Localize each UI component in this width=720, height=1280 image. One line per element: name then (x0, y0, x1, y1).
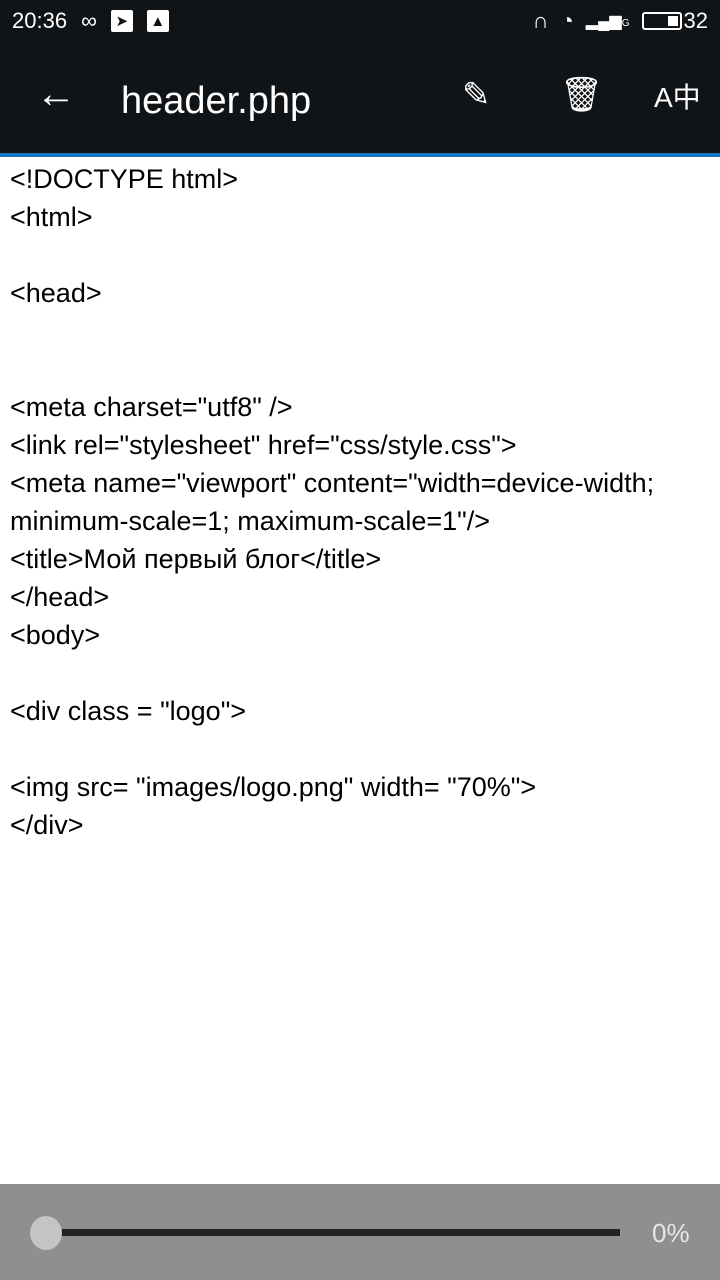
file-content[interactable]: <!DOCTYPE html> <html> <head> <meta charset… (10, 160, 700, 844)
battery-level: 32 (683, 8, 708, 33)
code-line: <html> (10, 202, 93, 232)
arrow-left-icon[interactable]: ← (36, 72, 76, 116)
infinity-icon: ∞ (81, 8, 97, 33)
code-line (10, 236, 700, 274)
scroll-panel: 0% (0, 1184, 720, 1280)
code-line: <body> (10, 620, 101, 650)
headphones-icon: ∩ (532, 8, 549, 33)
wifi-icon: ◔ (560, 8, 574, 33)
app-bar: ← header.php ✎ 🗑︎ A中 (0, 44, 720, 153)
signal-icon: ▂▄▆G (585, 13, 630, 30)
code-line: <img src= "images/logo.png" width= "70%"… (10, 772, 537, 802)
scroll-percent: 0% (652, 1218, 690, 1248)
code-line: <head> (10, 278, 102, 308)
code-line: </div> (10, 810, 84, 840)
clock: 20:36 (12, 8, 68, 33)
code-line: <title>Мой первый блог</title> (10, 544, 382, 574)
code-line (10, 654, 700, 692)
image-icon: ▲ (146, 10, 169, 32)
scroll-slider-track[interactable] (45, 1229, 620, 1236)
pencil-icon[interactable]: ✎ (462, 76, 491, 114)
telegram-icon: ➤ (110, 10, 133, 32)
text-encoding-icon[interactable]: A中 (654, 82, 701, 113)
page-title: header.php (121, 80, 312, 122)
code-line: <div class = "logo"> (10, 696, 247, 726)
code-line (10, 730, 700, 768)
code-line (10, 312, 700, 350)
code-line: <!DOCTYPE html> (10, 164, 239, 194)
battery-icon (641, 12, 682, 30)
trash-icon[interactable]: 🗑︎ (560, 76, 604, 114)
status-bar: 20:36 ∞ ➤ ▲ ∩ ◔ ▂▄▆G 32 (0, 0, 720, 44)
code-line: </head> (10, 582, 110, 612)
code-line: <link rel="stylesheet" href="css/style.c… (10, 430, 517, 460)
code-line (10, 350, 700, 388)
code-line: <meta name="viewport" content="width=dev… (10, 468, 662, 536)
scroll-slider-thumb[interactable] (30, 1216, 62, 1250)
accent-divider (0, 153, 720, 157)
code-line: <meta charset="utf8" /> (10, 392, 293, 422)
